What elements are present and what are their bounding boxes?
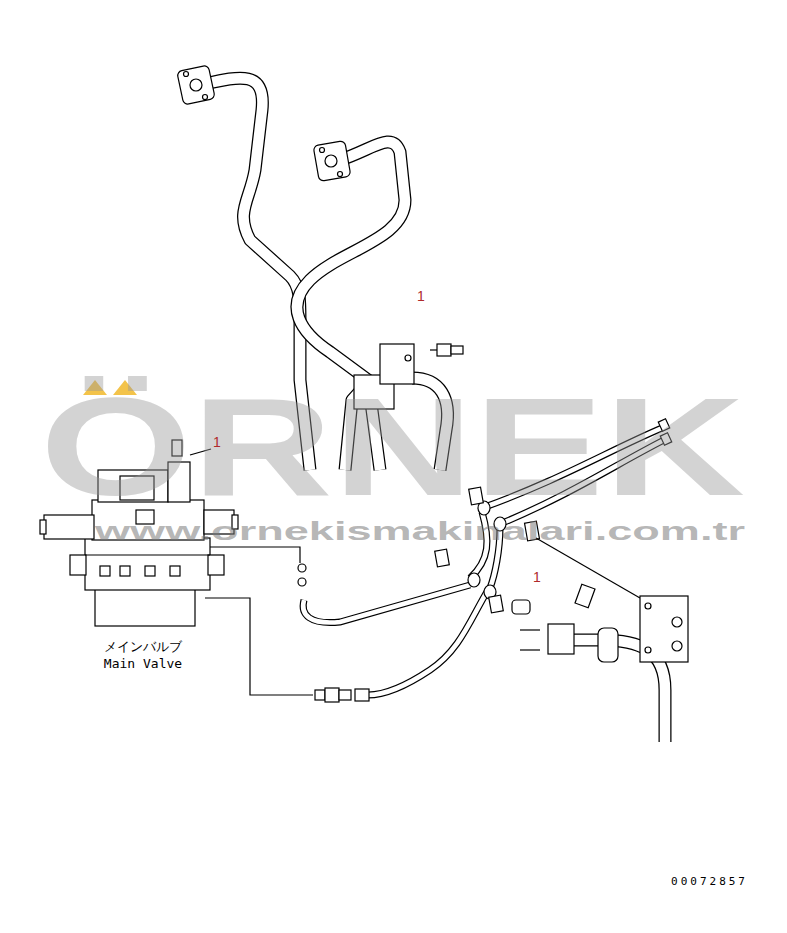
watermark-url: www.ornekismakinalari.com.tr: [95, 518, 745, 544]
drawing-number: 00072857: [671, 876, 748, 887]
watermark: ÖRNEK: [40, 377, 745, 517]
flanges: [177, 65, 463, 409]
right-bracket: [512, 584, 688, 662]
part-name: メインバルブ: [104, 640, 182, 653]
pipe-lines: [205, 538, 640, 695]
callout-number: 1: [213, 435, 221, 449]
part-name: Main Valve: [104, 657, 182, 670]
callout-number: 1: [417, 289, 425, 303]
callout-number: 1: [533, 570, 541, 584]
